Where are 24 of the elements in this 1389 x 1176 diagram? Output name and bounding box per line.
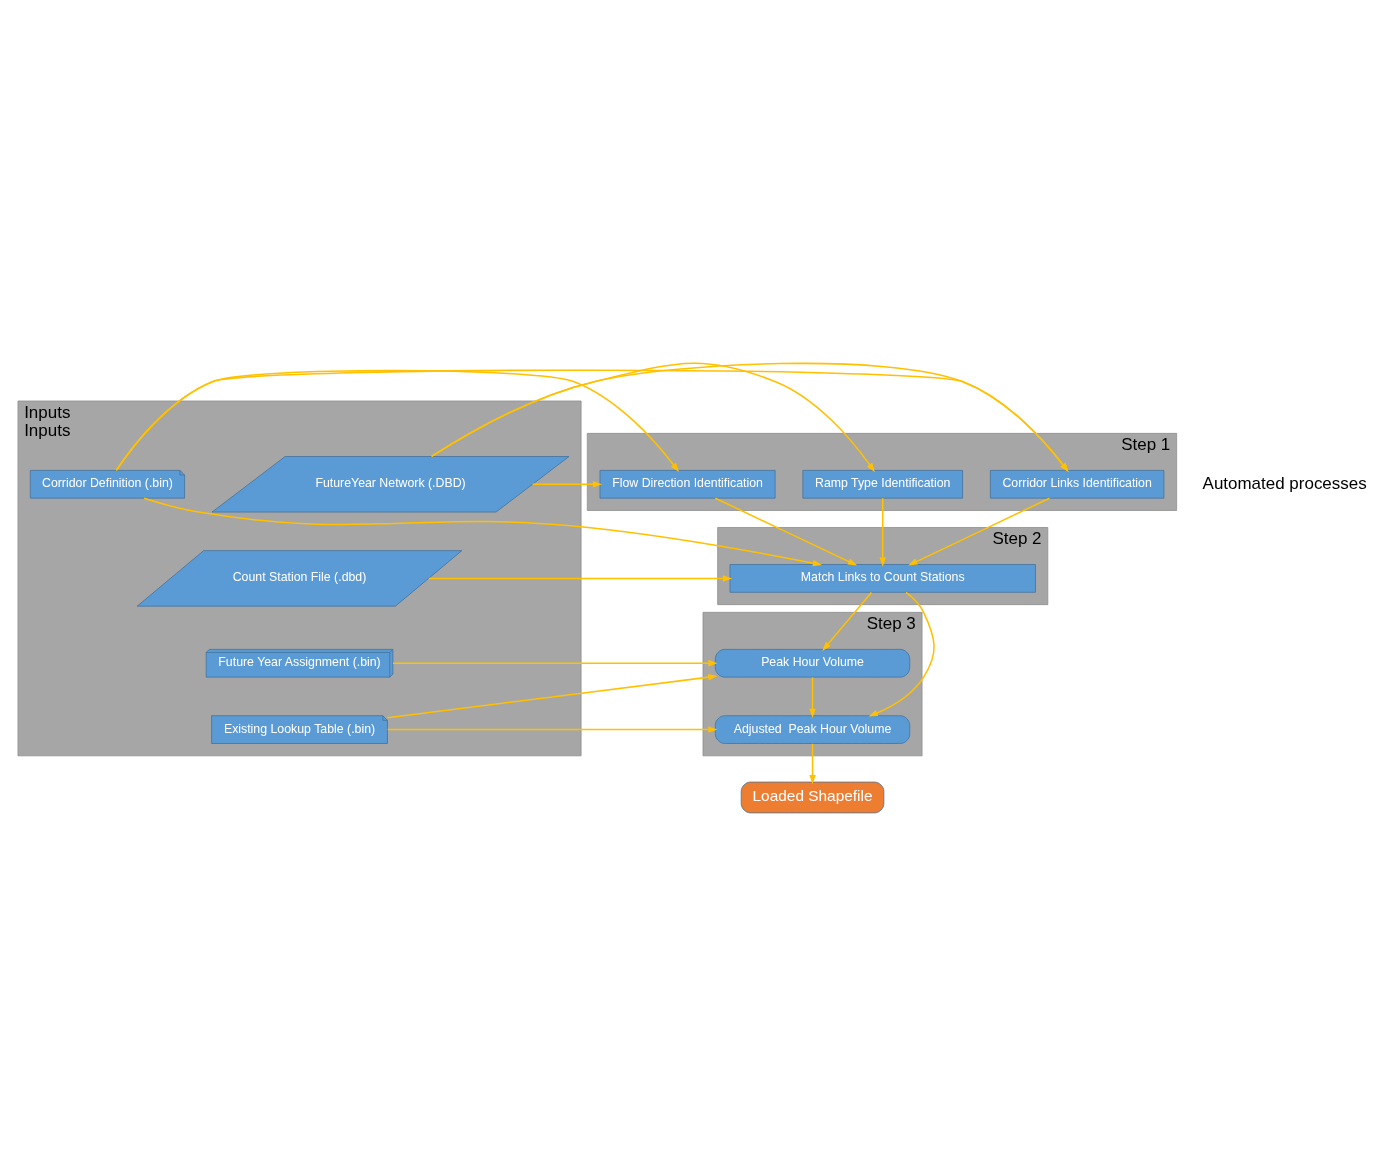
node-box: Flow Direction Identification xyxy=(599,470,776,499)
arrow xyxy=(428,575,733,582)
node-box: Peak Hour Volume xyxy=(714,649,911,678)
arrow xyxy=(386,674,718,719)
node-box: Ramp Type Identification xyxy=(802,470,963,499)
arrow xyxy=(809,676,816,718)
arrow xyxy=(115,369,1069,473)
label: Automated processes xyxy=(1202,473,1367,493)
arrow xyxy=(908,497,1051,566)
arrow xyxy=(143,497,823,567)
node-box: Corridor Links Identification xyxy=(989,470,1165,499)
arrow xyxy=(531,481,603,488)
node-box: Loaded Shapefile xyxy=(740,781,885,814)
node-box: Adjusted Peak Hour Volume xyxy=(714,715,911,744)
arrow xyxy=(809,743,816,785)
arrow xyxy=(714,497,858,566)
arrow xyxy=(392,660,718,667)
arrow xyxy=(115,369,680,473)
arrow xyxy=(386,726,718,733)
arrow xyxy=(879,497,886,567)
arrow xyxy=(430,362,1069,473)
arrow xyxy=(868,591,935,717)
arrow xyxy=(430,362,875,473)
node-box: Match Links to Count Stations xyxy=(729,564,1036,593)
